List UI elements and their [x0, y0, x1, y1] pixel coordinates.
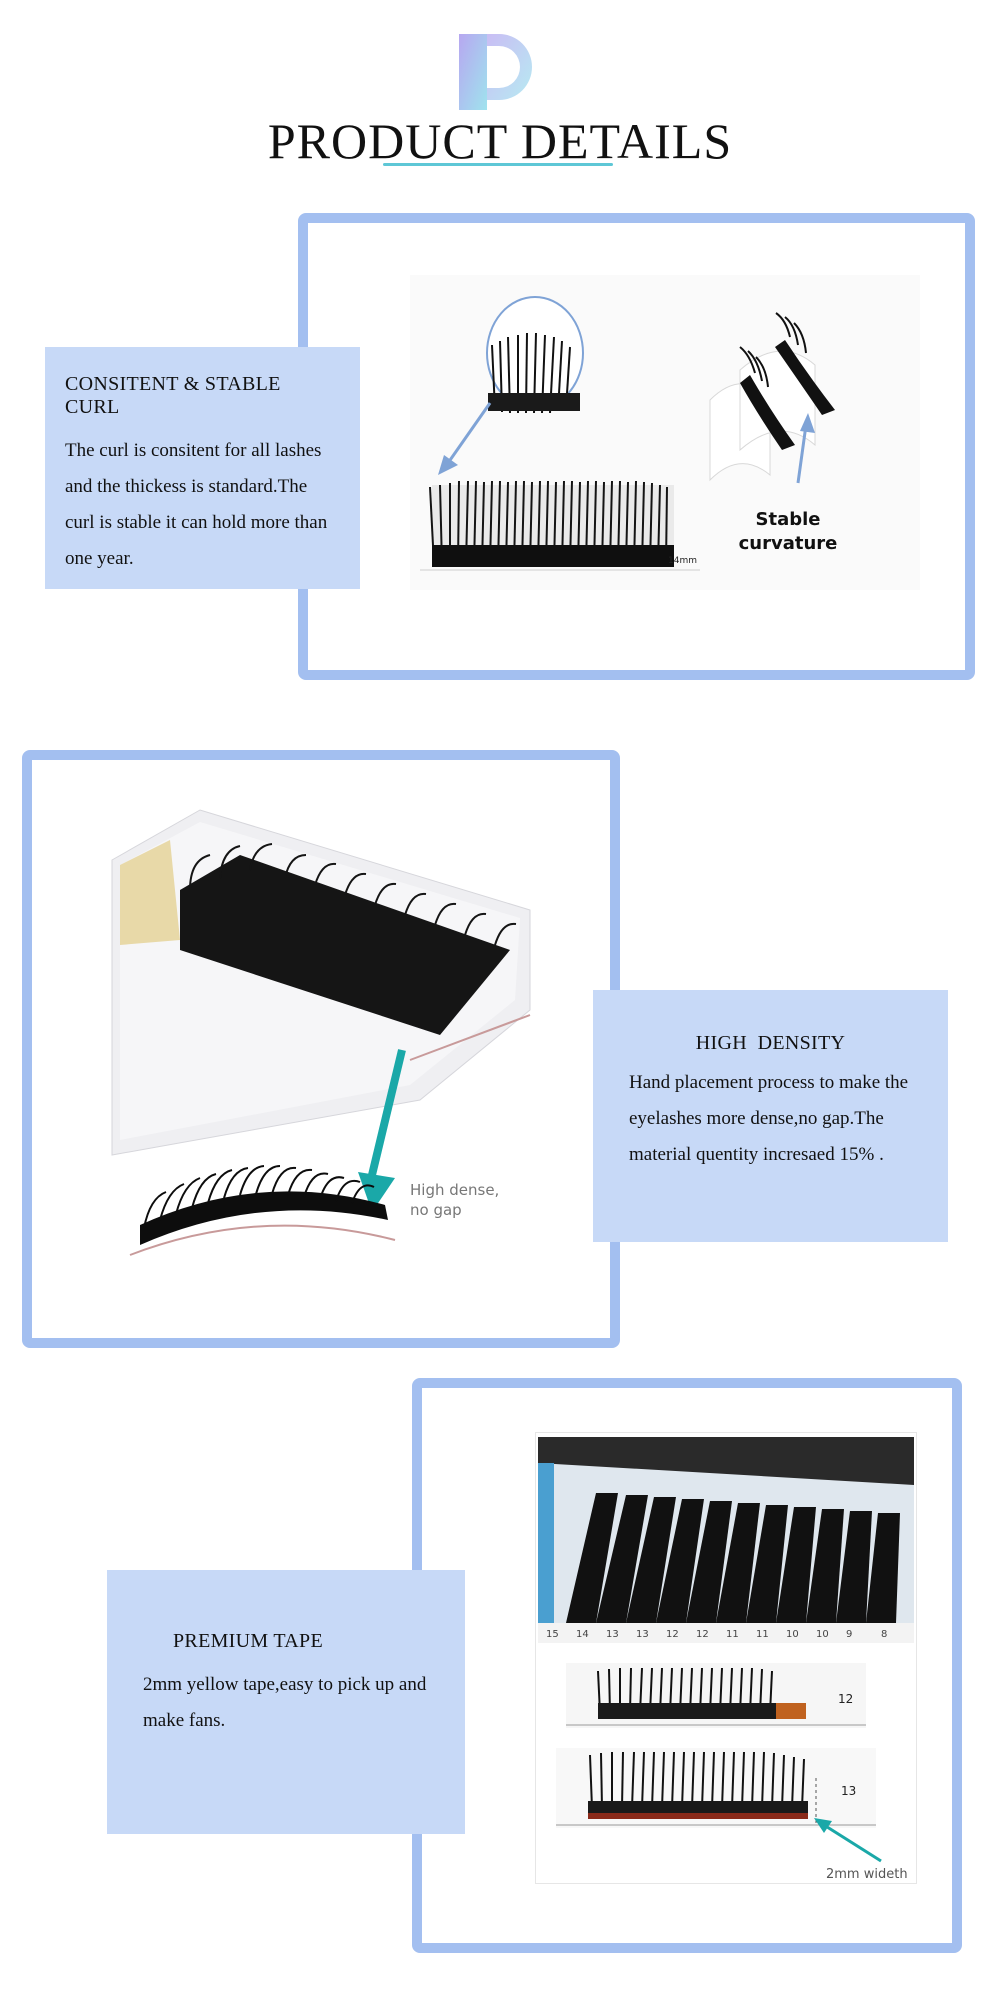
curl-photo: 14mm Stable curvature	[410, 275, 920, 590]
tray-number: 8	[881, 1629, 887, 1640]
density-caption-1: High dense,	[410, 1181, 499, 1199]
strip-length-tag: 14mm	[668, 556, 697, 566]
section-2-title: HIGH DENSITY	[695, 1032, 846, 1054]
section-3-body: 2mm yellow tape,easy to pick up and make…	[143, 1674, 427, 1731]
stable-caption-2: curvature	[739, 533, 838, 554]
section-2-textbox: HIGH DENSITY Hand placement process to m…	[593, 990, 948, 1242]
tape-width-caption: 2mm wideth	[826, 1867, 908, 1882]
section-2-body: Hand placement process to make the eyela…	[629, 1072, 909, 1165]
logo-mark	[459, 34, 532, 110]
tray-number: 11	[756, 1629, 769, 1640]
stable-caption-1: Stable	[756, 509, 821, 530]
tray-number: 15	[546, 1629, 559, 1640]
tray-number: 13	[636, 1629, 649, 1640]
tray-number: 14	[576, 1629, 589, 1640]
density-caption-2: no gap	[410, 1201, 462, 1219]
tape-photo: 15 14 13 13 12 12 11 11 10 10 9 8	[535, 1432, 917, 1884]
header: PRODUCT DETAILS	[0, 0, 1000, 180]
tray-number: 10	[786, 1629, 799, 1640]
tray-number: 10	[816, 1629, 829, 1640]
tray-number: 11	[726, 1629, 739, 1640]
strip-2-label: 13	[841, 1784, 856, 1798]
tray-number: 13	[606, 1629, 619, 1640]
section-1-body: The curl is consitent for all lashes and…	[65, 440, 328, 569]
tray-number: 12	[666, 1629, 679, 1640]
page-title: PRODUCT DETAILS	[267, 113, 733, 169]
strip-1-label: 12	[838, 1692, 853, 1706]
section-3-title: PREMIUM TAPE	[173, 1630, 323, 1652]
section-3-textbox: PREMIUM TAPE 2mm yellow tape,easy to pic…	[107, 1570, 465, 1834]
title-underline	[383, 163, 613, 166]
tray-number: 9	[846, 1629, 852, 1640]
density-photo: High dense, no gap	[110, 800, 550, 1270]
section-1-textbox: CONSITENT & STABLE CURL The curl is cons…	[45, 347, 360, 589]
tray-number: 12	[696, 1629, 709, 1640]
section-1-title: CONSITENT & STABLE CURL	[65, 373, 281, 418]
